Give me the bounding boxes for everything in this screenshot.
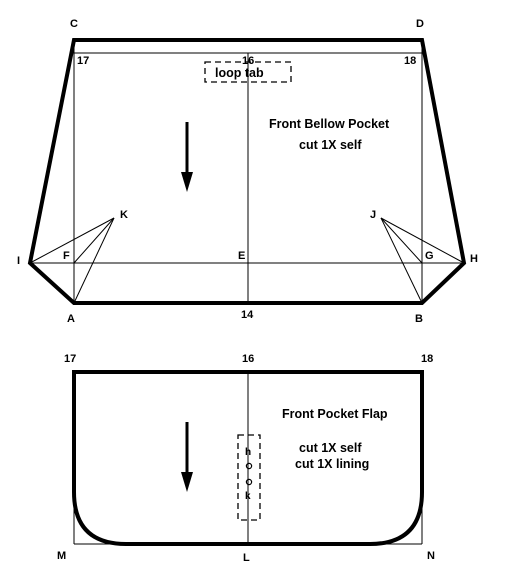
button-mark-1 [245, 462, 253, 470]
construction-line-j-b [380, 217, 423, 304]
bellow-pocket-piece [27, 38, 467, 305]
bellow-pocket-cut: cut 1X self [299, 138, 362, 152]
construction-line-j-h [380, 217, 465, 264]
grainline-arrow-bellow [181, 122, 193, 192]
pocket-flap-title: Front Pocket Flap [282, 407, 388, 421]
button-mark-2 [245, 478, 253, 486]
label-i: I [17, 255, 20, 267]
label-14: 14 [241, 309, 254, 321]
construction-line-k-i [29, 217, 115, 264]
label-j: J [370, 209, 376, 221]
label-c: C [70, 18, 78, 30]
construction-line-k-a [73, 217, 115, 304]
buttonhole-box [237, 434, 261, 521]
loop-tab-box [204, 61, 292, 83]
label-e: E [238, 250, 245, 262]
bellow-pocket-title: Front Bellow Pocket [269, 117, 390, 131]
construction-line-j-g [380, 217, 423, 264]
grainline-arrow-flap [181, 422, 193, 492]
label-d: D [416, 18, 424, 30]
label-18-flap: 18 [421, 353, 433, 365]
label-g: G [425, 250, 434, 262]
label-f: F [63, 250, 70, 262]
label-16-flap: 16 [242, 353, 254, 365]
label-b: B [415, 313, 423, 325]
label-16-top: 16 [242, 55, 254, 67]
label-17-flap: 17 [64, 353, 76, 365]
label-17-top: 17 [77, 55, 89, 67]
bellow-pocket-outline [27, 38, 467, 305]
label-h: H [470, 253, 478, 265]
label-h-small: h [245, 447, 251, 458]
label-a: A [67, 313, 75, 325]
pocket-flap-outline [72, 370, 424, 546]
label-k-small: k [245, 491, 251, 502]
loop-tab-label: loop tab [215, 66, 264, 80]
pocket-flap-cut-lining: cut 1X lining [295, 457, 369, 471]
label-l: L [243, 552, 250, 564]
label-18-top: 18 [404, 55, 416, 67]
pocket-flap-cut-self: cut 1X self [299, 441, 362, 455]
pocket-flap-piece [72, 370, 424, 546]
construction-line-k-f [73, 217, 115, 264]
label-k: K [120, 209, 128, 221]
label-n: N [427, 550, 435, 562]
label-m: M [57, 550, 66, 562]
